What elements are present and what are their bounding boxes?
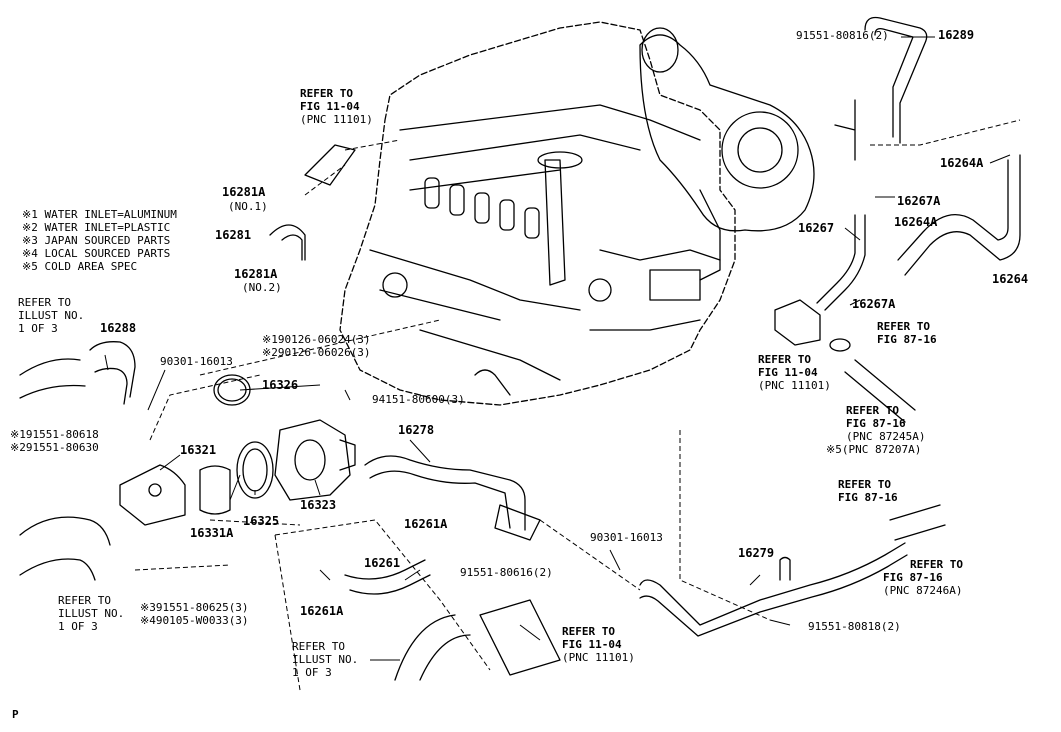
part-16321-label: 16321: [180, 443, 217, 457]
part-16281-label: 16281: [215, 228, 252, 242]
note-1: ※1 WATER INLET=ALUMINUM: [22, 208, 177, 221]
ref-left-line3: 1 OF 3: [18, 322, 58, 335]
ref-lowerleft-line3: 1 OF 3: [58, 620, 98, 633]
ref-lowerleft-line2: ILLUST NO.: [58, 607, 125, 620]
part-16279-label: 16279: [738, 546, 775, 560]
ref-r1-line1: REFER TO: [877, 320, 930, 333]
part-16267-label: 16267: [798, 221, 835, 235]
hose-bottom: [394, 599, 561, 681]
hose-16278: [364, 455, 541, 541]
ref-bottom-line1: REFER TO: [292, 640, 345, 653]
bolt-2-91551-80630-label: ※291551-80630: [10, 441, 99, 454]
bolt-91551-80816-label: 91551-80816(2): [796, 29, 889, 42]
bolt-4-90105-w0033-label: ※490105-W0033(3): [140, 614, 249, 627]
ref-left-line1: REFER TO: [18, 296, 71, 309]
ref-bottommid-line2: FIG 11-04: [562, 638, 622, 651]
part-16261a-bottom-label: 16261A: [300, 604, 344, 618]
ref-bottommid-line1: REFER TO: [562, 625, 615, 638]
bolt-91551-80616-label: 91551-80616(2): [460, 566, 553, 579]
stud-2-90126-06026-label: ※290126-06026(3): [262, 346, 371, 359]
nut-94151-80600-label: 94151-80600(3): [372, 393, 465, 406]
outlet-right: [774, 299, 916, 423]
hose-16281: [269, 144, 356, 261]
no2-label: (NO.2): [242, 281, 282, 294]
no1-label: (NO.1): [228, 200, 268, 213]
bolt-1-91551-80618-label: ※191551-80618: [10, 428, 99, 441]
pipe-16279: [639, 542, 908, 637]
pipe-16288: [89, 341, 136, 405]
part-16261-label: 16261: [364, 556, 401, 570]
ref-top-line3: (PNC 11101): [300, 113, 373, 126]
hose-right-bottom: [889, 504, 946, 541]
hose-16267: [816, 214, 866, 311]
engine-block: [339, 21, 736, 406]
ref-top-line1: REFER TO: [300, 87, 353, 100]
ref-r3-line3: (PNC 87245A): [846, 430, 926, 443]
note-2: ※2 WATER INLET=PLASTIC: [22, 221, 171, 234]
ref-r2-line3: (PNC 11101): [758, 379, 831, 392]
hose-16264: [897, 154, 1021, 276]
part-16281a-no1-label: 16281A: [222, 185, 266, 199]
note-5: ※5 COLD AREA SPEC: [22, 260, 138, 273]
note-4: ※4 LOCAL SOURCED PARTS: [22, 247, 171, 260]
part-16331a-label: 16331A: [190, 526, 234, 540]
ref-left-line2: ILLUST NO.: [18, 309, 85, 322]
ref-r1-line2: FIG 87-16: [877, 333, 937, 346]
gasket-90301-16013-b-label: 90301-16013: [590, 531, 663, 544]
ref-r3-line1: REFER TO: [846, 404, 899, 417]
part-16264a-mid-label: 16264A: [894, 215, 938, 229]
ref-fig8716-a-line1: REFER TO: [838, 478, 891, 491]
part-16267a-bottom-label: 16267A: [852, 297, 896, 311]
pipe-16289: [834, 16, 928, 161]
part-16278-label: 16278: [398, 423, 435, 437]
hose-16261: [344, 559, 431, 595]
ref-r2-line1: REFER TO: [758, 353, 811, 366]
part-16326-label: 16326: [262, 378, 299, 392]
engine-block-detail: [369, 104, 721, 396]
ref-bottommid-line3: (PNC 11101): [562, 651, 635, 664]
ref-top-line2: FIG 11-04: [300, 100, 360, 113]
water-inlet-group: [119, 419, 356, 526]
gasket-90301-16013-a-label: 90301-16013: [160, 355, 233, 368]
part-16289-label: 16289: [938, 28, 975, 42]
ref-fig8716-b-line3: (PNC 87246A): [883, 584, 963, 597]
stud-1-90126-06024-label: ※190126-06024(3): [262, 333, 371, 346]
ref-bottom-line3: 1 OF 3: [292, 666, 332, 679]
corner-mark: P: [12, 708, 19, 721]
ref-bottom-line2: ILLUST NO.: [292, 653, 359, 666]
part-16288-label: 16288: [100, 321, 137, 335]
ref-r3-line2: FIG 87-16: [846, 417, 906, 430]
part-16267a-top-label: 16267A: [897, 194, 941, 208]
bolt-91551-80818-label: 91551-80818(2): [808, 620, 901, 633]
part-16323-label: 16323: [300, 498, 337, 512]
ref-r3-line4: ※5(PNC 87207A): [826, 443, 922, 456]
turbocharger: [639, 27, 815, 301]
bolt-3-91551-80625-label: ※391551-80625(3): [140, 601, 249, 614]
ref-r2-line2: FIG 11-04: [758, 366, 818, 379]
note-3: ※3 JAPAN SOURCED PARTS: [22, 234, 171, 247]
ref-fig8716-a-line2: FIG 87-16: [838, 491, 898, 504]
part-16264-label: 16264: [992, 272, 1029, 286]
part-16281a-no2-label: 16281A: [234, 267, 278, 281]
hose-left: [19, 358, 111, 581]
part-16264a-top-label: 16264A: [940, 156, 984, 170]
part-16261a-top-label: 16261A: [404, 517, 448, 531]
part-16325-label: 16325: [243, 514, 280, 528]
ref-fig8716-b-line2: FIG 87-16: [883, 571, 943, 584]
ref-lowerleft-line1: REFER TO: [58, 594, 111, 607]
ref-fig8716-b-line1: REFER TO: [910, 558, 963, 571]
